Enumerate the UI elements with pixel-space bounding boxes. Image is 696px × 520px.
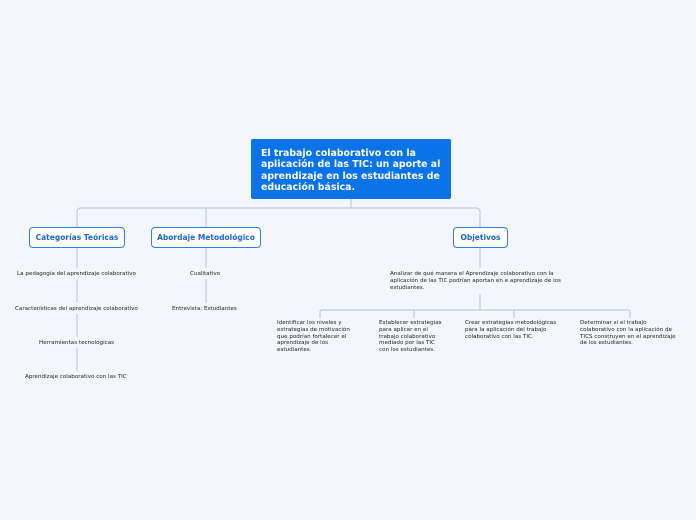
topic-categorias-label: Categorías Teóricas [35, 233, 119, 242]
subtopic-label: Identificar los niveles y estrategias de… [277, 320, 350, 354]
topic-abordaje-label: Abordaje Metodológico [157, 233, 255, 242]
connector-main-bar [76, 207, 481, 227]
subtopic-herramientas[interactable]: Herramientas tecnológicas [39, 340, 114, 347]
subtopic-caracteristicas[interactable]: Características del aprendizaje colabora… [15, 306, 138, 313]
subtopic-objetivo-general[interactable]: Analizar de qué manera el Aprendizaje co… [390, 271, 570, 291]
subtopic-cualitativo[interactable]: Cualitativo [190, 271, 220, 278]
subtopic-label: Analizar de qué manera el Aprendizaje co… [390, 271, 561, 291]
root-topic[interactable]: El trabajo colaborativo con la aplicació… [251, 139, 451, 199]
topic-categorias-teoricas[interactable]: Categorías Teóricas [29, 227, 125, 248]
subtopic-pedagogia[interactable]: La pedagogía del aprendizaje colaborativ… [17, 271, 136, 278]
subtopic-label: Características del aprendizaje colabora… [15, 306, 138, 312]
topic-objetivos-label: Objetivos [460, 233, 501, 242]
subtopic-objetivo-especifico-4[interactable]: Determinar si el trabajo colaborativo co… [580, 320, 680, 347]
subtopic-label: Entrevista: Estudiantes [172, 306, 237, 312]
subtopic-objetivo-especifico-1[interactable]: Identificar los niveles y estrategias de… [277, 320, 359, 354]
topic-abordaje-metodologico[interactable]: Abordaje Metodológico [151, 227, 261, 248]
subtopic-label: Aprendizaje colaborativo con las TIC [25, 374, 127, 380]
subtopic-objetivo-especifico-2[interactable]: Establecer estrategias para aplicar en e… [379, 320, 445, 354]
subtopic-label: Herramientas tecnológicas [39, 340, 115, 346]
topic-objetivos[interactable]: Objetivos [453, 227, 508, 248]
subtopic-label: Crear estrategias metodológicas para la … [465, 320, 557, 340]
subtopic-objetivo-especifico-3[interactable]: Crear estrategias metodológicas para la … [465, 320, 563, 340]
subtopic-label: Determinar si el trabajo colaborativo co… [580, 320, 676, 347]
subtopic-label: Cualitativo [190, 271, 221, 277]
subtopic-label: Establecer estrategias para aplicar en e… [379, 320, 442, 354]
root-topic-label: El trabajo colaborativo con la aplicació… [261, 148, 441, 194]
subtopic-label: La pedagogía del aprendizaje colaborativ… [17, 271, 136, 277]
subtopic-entrevista[interactable]: Entrevista: Estudiantes [172, 306, 237, 313]
subtopic-aprendizaje-tic[interactable]: Aprendizaje colaborativo con las TIC [25, 374, 127, 381]
connector-objetivos-specific [319, 294, 631, 318]
